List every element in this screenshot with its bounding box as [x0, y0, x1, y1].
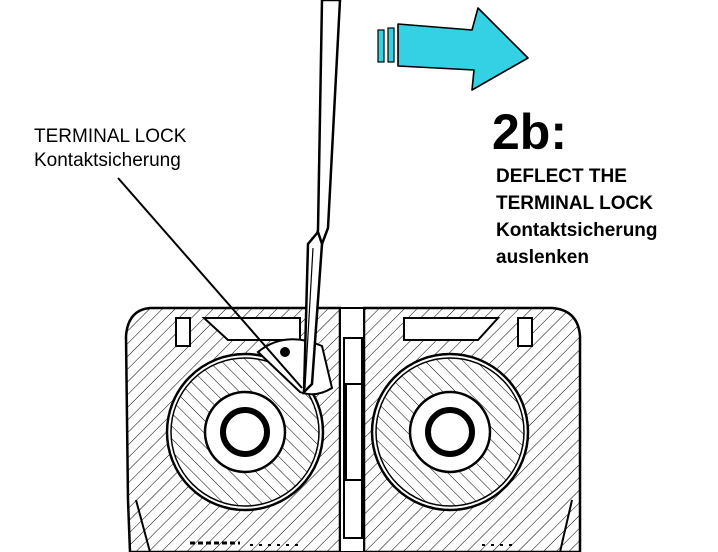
step-number: 2b: — [492, 104, 567, 160]
terminal-lock-label-de: Kontaktsicherung — [34, 150, 181, 171]
instruction-line: TERMINAL LOCK — [496, 193, 653, 214]
instruction-line: Kontaktsicherung — [496, 220, 658, 241]
screwdriver-icon — [302, 0, 342, 396]
instruction-line: auslenken — [496, 247, 589, 268]
left-terminal-cavity — [165, 352, 325, 512]
terminal-lock-label: TERMINAL LOCK — [34, 126, 187, 147]
arrow-right-icon — [377, 7, 529, 91]
callout-leader-line — [117, 177, 303, 389]
right-terminal-cavity — [370, 352, 530, 512]
instruction-line: DEFLECT THE — [496, 166, 627, 187]
